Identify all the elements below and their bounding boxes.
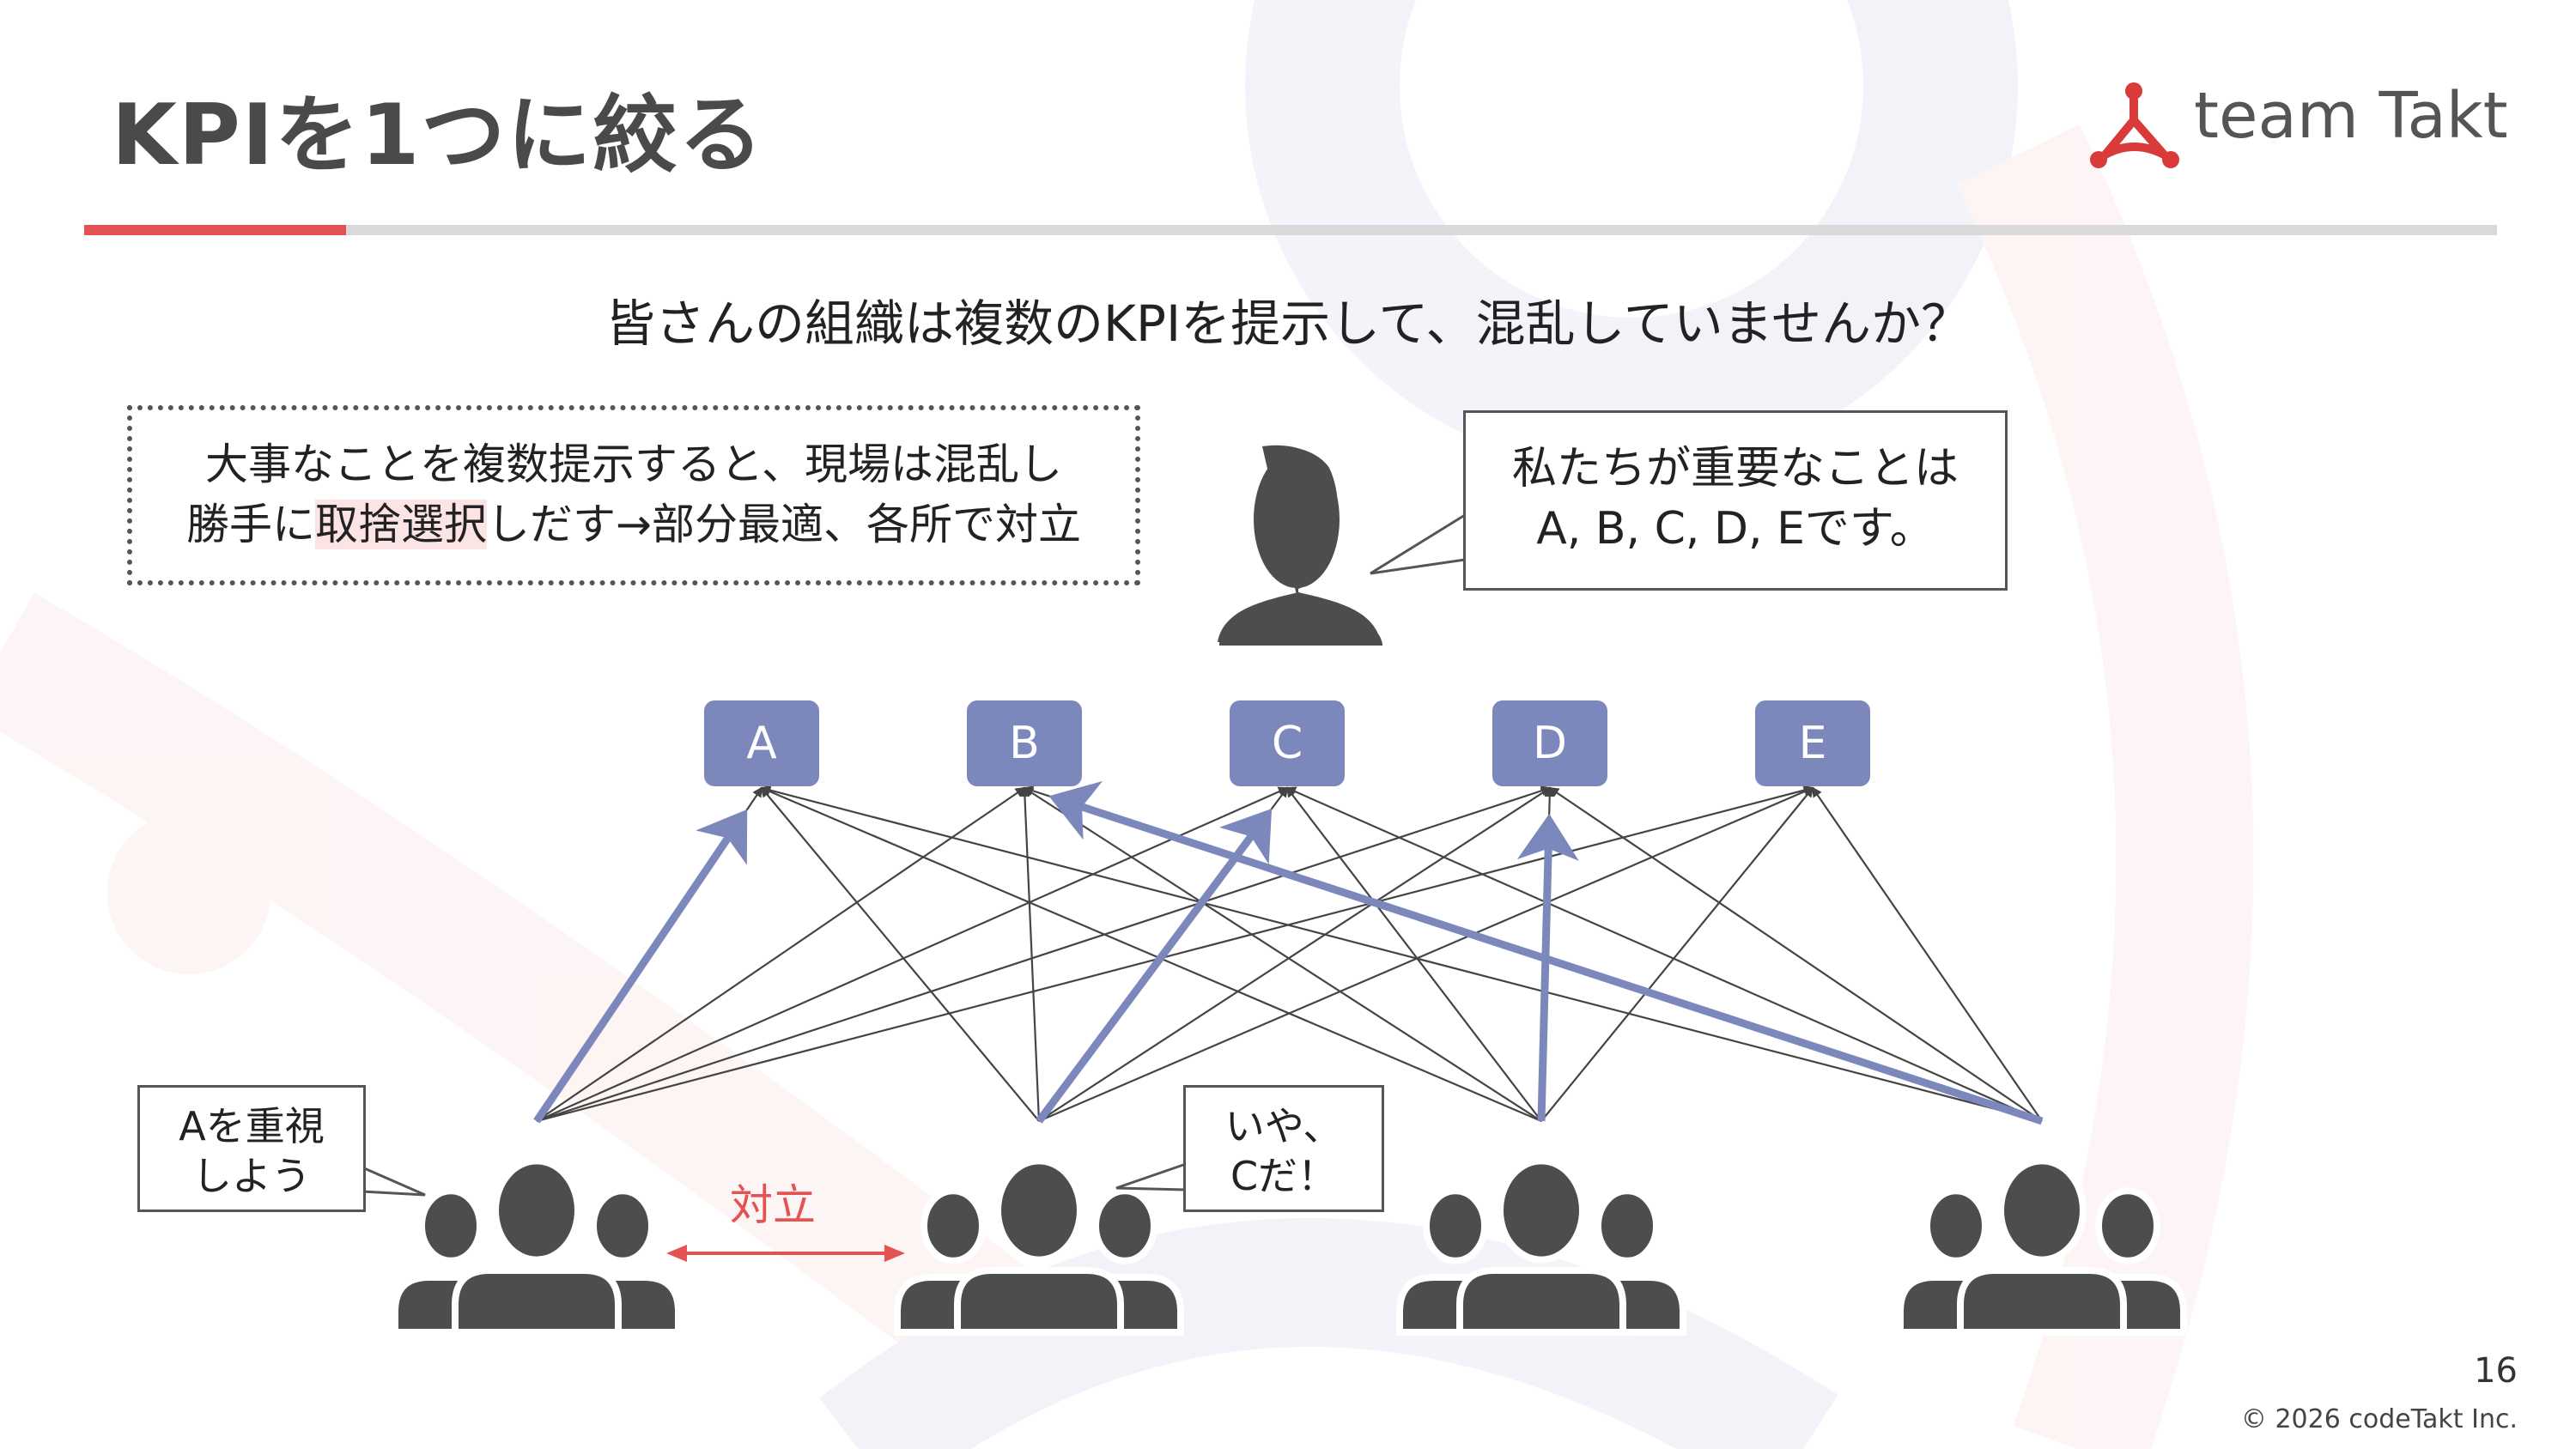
header-divider: [84, 225, 2497, 235]
team-b-speech-line-2: Cだ！: [1230, 1153, 1338, 1199]
team-a-speech-line-2: しよう: [192, 1153, 311, 1199]
team-people-icon: [1897, 1157, 2187, 1336]
emphasized-link-group-4-to-B: [1048, 780, 2044, 1125]
team-a-speech-bubble: Aを重視 しよう: [137, 1085, 366, 1212]
link-group-4-to-D: [1548, 786, 2043, 1122]
team-people-icon: [392, 1157, 682, 1336]
link-group-3-to-B: [1023, 786, 1542, 1122]
kpi-node-c: C: [1230, 700, 1345, 786]
emphasized-link-group-3-to-D: [1516, 813, 1579, 1122]
link-group-2-to-E: [1038, 786, 1814, 1123]
company-logo: team Takt: [2087, 79, 2508, 182]
note-box: 大事なことを複数提示すると、現場は混乱し 勝手に取捨選択しだす→部分最適、各所で…: [127, 405, 1140, 585]
emphasized-links: [533, 780, 2044, 1125]
takt-logo-icon: [2090, 82, 2179, 168]
note-line-2-pre: 勝手に: [186, 500, 316, 549]
kpi-node-d: D: [1492, 700, 1607, 786]
manager-speech-bubble: 私たちが重要なことは A, B, C, D, Eです。: [1463, 410, 2008, 591]
link-group-2-to-A: [760, 786, 1040, 1122]
link-group-1-to-C: [536, 786, 1289, 1123]
emphasized-link-group-1-to-A: [533, 809, 748, 1124]
link-group-1-to-E: [536, 785, 1814, 1123]
team-people-icon: [894, 1157, 1184, 1336]
link-group-2-to-D: [1038, 786, 1552, 1122]
note-line-2-post: しだす→部分最適、各所で対立: [487, 500, 1081, 549]
link-group-4-to-E: [1811, 786, 2043, 1122]
note-line-1: 大事なことを複数提示すると、現場は混乱し: [205, 440, 1062, 489]
emphasized-link-group-2-to-C: [1036, 809, 1273, 1124]
logo-wordmark: team Takt: [2194, 79, 2508, 153]
copyright: © 2026 codeTakt Inc.: [2240, 1404, 2518, 1434]
link-group-1-to-D: [536, 785, 1552, 1123]
link-group-2-to-B: [1019, 786, 1041, 1122]
manager-speech-line-1: 私たちが重要なことは: [1511, 443, 1959, 494]
all-to-all-links: [536, 785, 2043, 1123]
conflict-label: 対立: [730, 1180, 816, 1230]
manager-person-icon: [1218, 445, 1382, 646]
link-group-3-to-C: [1285, 786, 1542, 1122]
team-b-speech-line-1: いや、: [1224, 1103, 1343, 1149]
header-divider-accent: [84, 225, 346, 235]
link-group-3-to-A: [760, 786, 1542, 1123]
note-line-2: 勝手に取捨選択しだす→部分最適、各所で対立: [132, 494, 1135, 555]
conflict-arrow: [666, 1245, 905, 1262]
team-people-icon: [1396, 1157, 1686, 1336]
manager-speech-line-2: A, B, C, D, Eです。: [1536, 503, 1935, 555]
teams: [392, 1157, 2187, 1336]
kpi-node-b: B: [967, 700, 1082, 786]
link-group-1-to-B: [536, 786, 1026, 1122]
link-group-4-to-C: [1285, 786, 2043, 1123]
team-a-speech-line-1: Aを重視: [179, 1103, 325, 1149]
team-b-speech-tail: [1115, 1162, 1187, 1191]
kpi-node-a: A: [704, 700, 819, 786]
page-number: 16: [2474, 1351, 2518, 1391]
link-group-3-to-E: [1540, 786, 1814, 1122]
slide-question: 皆さんの組織は複数のKPIを提示して、混乱していませんか？: [605, 294, 1971, 353]
kpi-node-e: E: [1755, 700, 1870, 786]
manager-speech-tail: [1370, 513, 1466, 575]
slide-title: KPIを1つに絞る: [112, 87, 765, 185]
team-b-speech-bubble: いや、 Cだ！: [1183, 1085, 1384, 1212]
team-a-speech-tail: [361, 1166, 426, 1197]
note-highlight: 取捨選択: [315, 500, 488, 549]
link-group-4-to-A: [760, 785, 2043, 1123]
